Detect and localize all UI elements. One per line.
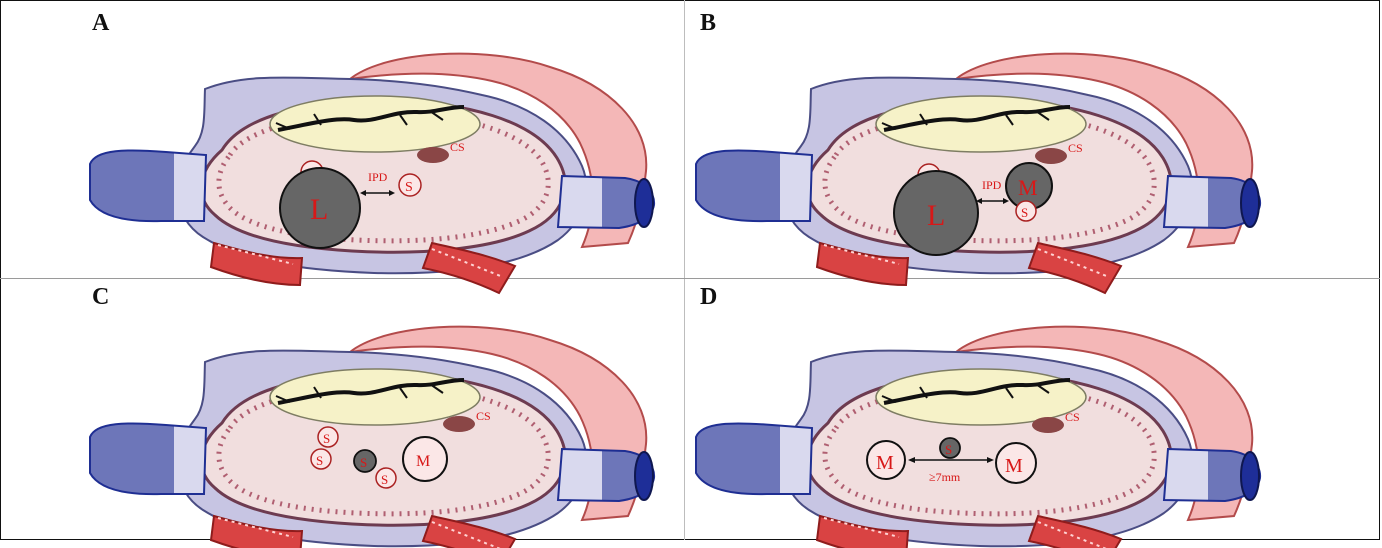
heart-illustration-a: S L IPD S CS [90,45,690,275]
ipd-label: IPD [368,170,388,184]
small-label: S [323,431,330,446]
small-label: S [945,442,952,457]
small-label: S [360,455,367,470]
small-label: S [381,472,388,487]
panel-label-c: C [92,284,109,311]
large-label: L [310,193,328,226]
heart-base [90,327,654,548]
small-label: S [316,453,323,468]
medium-label: M [1018,175,1038,200]
heart-base [696,54,1260,293]
panel-divider-horizontal [0,278,1380,279]
small-label: S [405,180,413,195]
panel-label-a: A [92,10,109,37]
heart-base [696,327,1260,548]
medium-label: M [876,452,894,474]
small-label: S [1021,205,1028,220]
cs-label: CS [1068,141,1083,155]
cs-label: CS [476,409,491,423]
heart-illustration-d: M S M ≥7mm CS [696,318,1296,548]
panel-label-b: B [700,10,716,37]
distance-label: ≥7mm [929,470,961,484]
medium-label: M [416,453,430,470]
large-label: L [927,199,945,232]
cs-label: CS [450,140,465,154]
ipd-label: IPD [982,178,1002,192]
heart-illustration-b: S L IPD M S CS [696,45,1296,275]
heart-illustration-c: S S S S M CS [90,318,690,548]
panel-label-d: D [700,284,717,311]
cs-label: CS [1065,410,1080,424]
medium-label: M [1005,455,1023,477]
